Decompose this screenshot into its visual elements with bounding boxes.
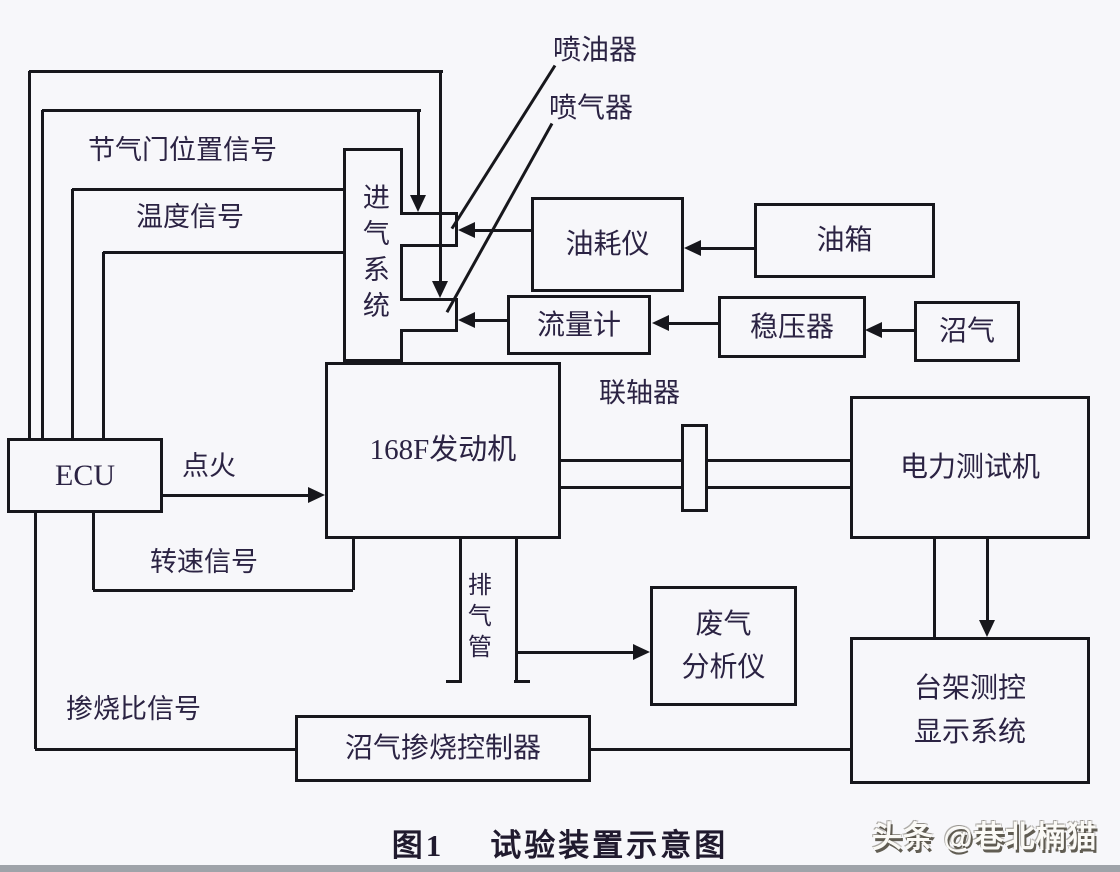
oil-injector-port <box>400 212 458 247</box>
connector-ignition <box>163 494 309 497</box>
exhaust-right-foot <box>514 680 530 683</box>
connector-biogas-regulator <box>881 329 914 332</box>
label-ignition: 点火 <box>182 451 236 481</box>
dyno-bench-arrow-line <box>986 538 989 621</box>
label-coupling: 联轴器 <box>599 378 680 408</box>
rail-throttle <box>71 189 74 438</box>
intake-system-label: 进气系统 <box>358 183 389 327</box>
analyzer-label: 废气分析仪 <box>681 608 766 683</box>
figure-caption: 图1 试验装置示意图 <box>330 820 790 864</box>
riser-speed-engine <box>352 538 355 590</box>
box-intake-system: 进气系统 <box>343 148 403 362</box>
dyno-bench-line <box>933 538 936 637</box>
gas-injector-port <box>400 298 458 332</box>
label-throttle-position-signal: 节气门位置信号 <box>88 135 277 165</box>
box-biogas-blend-controller: 沼气掺烧控制器 <box>295 715 591 782</box>
shaft-upper-left <box>560 459 681 462</box>
connector-flowmeter-injector <box>474 319 507 322</box>
bench-label: 台架测控显示系统 <box>913 673 1026 748</box>
exhaust-left-foot <box>446 680 462 683</box>
blend-controller-label: 沼气掺烧控制器 <box>344 733 541 764</box>
watermark: 头条 @巷北楠猫 <box>872 821 1098 854</box>
box-flow-meter: 流量计 <box>507 295 651 355</box>
connector-ecu-oil-injector-top <box>29 70 443 73</box>
drop-ecu-blend <box>34 512 37 749</box>
label-speed-signal: 转速信号 <box>150 547 258 577</box>
flow-meter-label: 流量计 <box>536 309 621 341</box>
connector-throttle-signal <box>72 188 343 191</box>
connector-ecu-gas-injector-top <box>42 109 421 112</box>
regulator-label: 稳压器 <box>749 311 834 343</box>
connector-fuelmeter-injector <box>474 229 531 232</box>
box-power-dynamometer: 电力测试机 <box>850 396 1090 539</box>
figure-title: 试验装置示意图 <box>490 827 729 863</box>
connector-controller-bench <box>590 748 850 751</box>
label-blend-ratio-signal: 掺烧比信号 <box>66 694 201 724</box>
box-bench-control-display: 台架测控显示系统 <box>850 637 1090 784</box>
rail-outer <box>28 71 31 438</box>
label-exhaust-pipe: 排气管 <box>463 572 490 665</box>
rail-second <box>41 110 44 438</box>
connector-tank-fuelmeter <box>700 247 754 250</box>
label-temperature-signal: 温度信号 <box>136 202 244 232</box>
dynamometer-label: 电力测试机 <box>899 452 1040 483</box>
drop-ecu-speed <box>92 512 95 590</box>
box-pressure-regulator: 稳压器 <box>718 296 866 358</box>
ecu-label: ECU <box>55 458 115 492</box>
label-gas-injector: 喷气器 <box>549 93 634 124</box>
fuel-meter-label: 油耗仪 <box>565 229 650 260</box>
box-exhaust-gas-analyzer: 废气分析仪 <box>650 586 797 706</box>
drop-oil-injector <box>417 110 420 196</box>
box-fuel-consumption-meter: 油耗仪 <box>531 197 684 292</box>
connector-blend-signal-left <box>35 748 295 751</box>
box-biogas: 沼气 <box>914 301 1020 362</box>
arrowhead-tank-to-fuelmeter <box>684 240 701 256</box>
bottom-edge-strip <box>0 865 1120 872</box>
connector-speed-signal <box>93 589 353 592</box>
label-oil-injector: 喷油器 <box>553 35 638 66</box>
rail-temperature <box>102 252 105 438</box>
connector-exhaust-analyzer <box>516 651 634 654</box>
arrowhead-into-gas-port <box>432 281 448 298</box>
connector-temperature-signal <box>103 251 343 254</box>
engine-label: 168F发动机 <box>369 434 517 467</box>
box-fuel-tank: 油箱 <box>754 203 935 278</box>
arrowhead-ignition-to-engine <box>308 487 325 503</box>
figure-number: 图1 <box>391 827 445 863</box>
connector-regulator-flowmeter <box>668 322 718 325</box>
box-ecu: ECU <box>7 438 163 513</box>
drop-gas-injector <box>439 71 442 282</box>
arrowhead-regulator-to-flowmeter <box>652 315 669 331</box>
arrowhead-into-bench <box>979 620 995 637</box>
arrowhead-biogas-to-regulator <box>865 322 882 338</box>
coupling-block <box>681 424 708 512</box>
biogas-label: 沼气 <box>938 316 995 347</box>
exhaust-pipe-right <box>515 538 518 682</box>
arrowhead-flowmeter-to-port <box>458 312 475 328</box>
shaft-lower-right <box>708 486 850 489</box>
shaft-upper-right <box>708 459 850 462</box>
exhaust-pipe-left <box>459 538 462 682</box>
arrowhead-into-oil-port <box>410 195 426 212</box>
box-engine: 168F发动机 <box>325 362 561 539</box>
fuel-tank-label: 油箱 <box>816 225 873 256</box>
arrowhead-fuelmeter-to-port <box>458 222 475 238</box>
shaft-lower-left <box>560 486 681 489</box>
arrowhead-exhaust-to-analyzer <box>633 644 650 660</box>
